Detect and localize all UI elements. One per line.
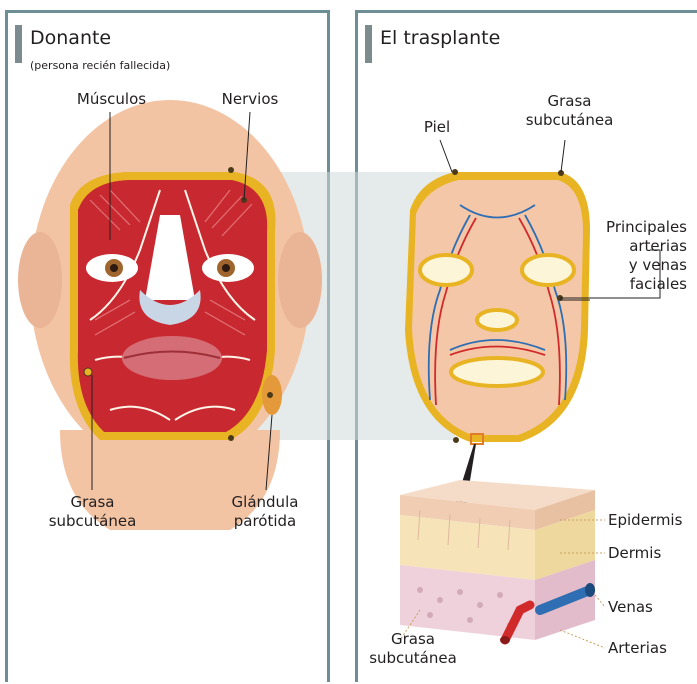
label-epidermis: Epidermis: [608, 511, 682, 530]
label-vessels-line4: faciales: [590, 275, 687, 294]
label-block-fat: Grasa subcutánea: [358, 630, 468, 668]
nose-hole: [477, 310, 517, 330]
donor-head: [18, 100, 322, 530]
transplant-face: [405, 169, 590, 444]
label-arteries: Arterias: [608, 639, 667, 658]
label-nerves: Nervios: [210, 90, 290, 109]
skin-block: [400, 480, 595, 644]
label-block-fat-line1: Grasa: [358, 630, 468, 649]
label-muscles: Músculos: [64, 90, 159, 109]
label-donor-fat-line1: Grasa: [40, 493, 145, 512]
label-vessels-line3: y venas: [590, 256, 687, 275]
label-parotid-line1: Glándula: [215, 493, 315, 512]
label-transplant-fat-line1: Grasa: [522, 92, 617, 111]
label-parotid: Glándula parótida: [215, 493, 315, 531]
label-skin: Piel: [412, 118, 462, 137]
label-vessels-line2: arterias: [590, 237, 687, 256]
left-ear: [18, 232, 62, 328]
label-vessels: Principales arterias y venas faciales: [590, 218, 687, 294]
mouth-hole: [451, 358, 543, 386]
right-eye-hole: [522, 255, 574, 285]
right-ear: [278, 232, 322, 328]
label-transplant-fat-line2: subcutánea: [522, 111, 617, 130]
label-donor-fat-line2: subcutánea: [40, 512, 145, 531]
label-parotid-line2: parótida: [215, 512, 315, 531]
label-donor-fat: Grasa subcutánea: [40, 493, 145, 531]
label-veins: Venas: [608, 598, 653, 617]
left-eye-hole: [420, 255, 472, 285]
mouth: [122, 336, 222, 380]
label-block-fat-line2: subcutánea: [358, 649, 468, 668]
label-transplant-fat: Grasa subcutánea: [522, 92, 617, 130]
label-vessels-line1: Principales: [590, 218, 687, 237]
label-dermis: Dermis: [608, 544, 661, 563]
